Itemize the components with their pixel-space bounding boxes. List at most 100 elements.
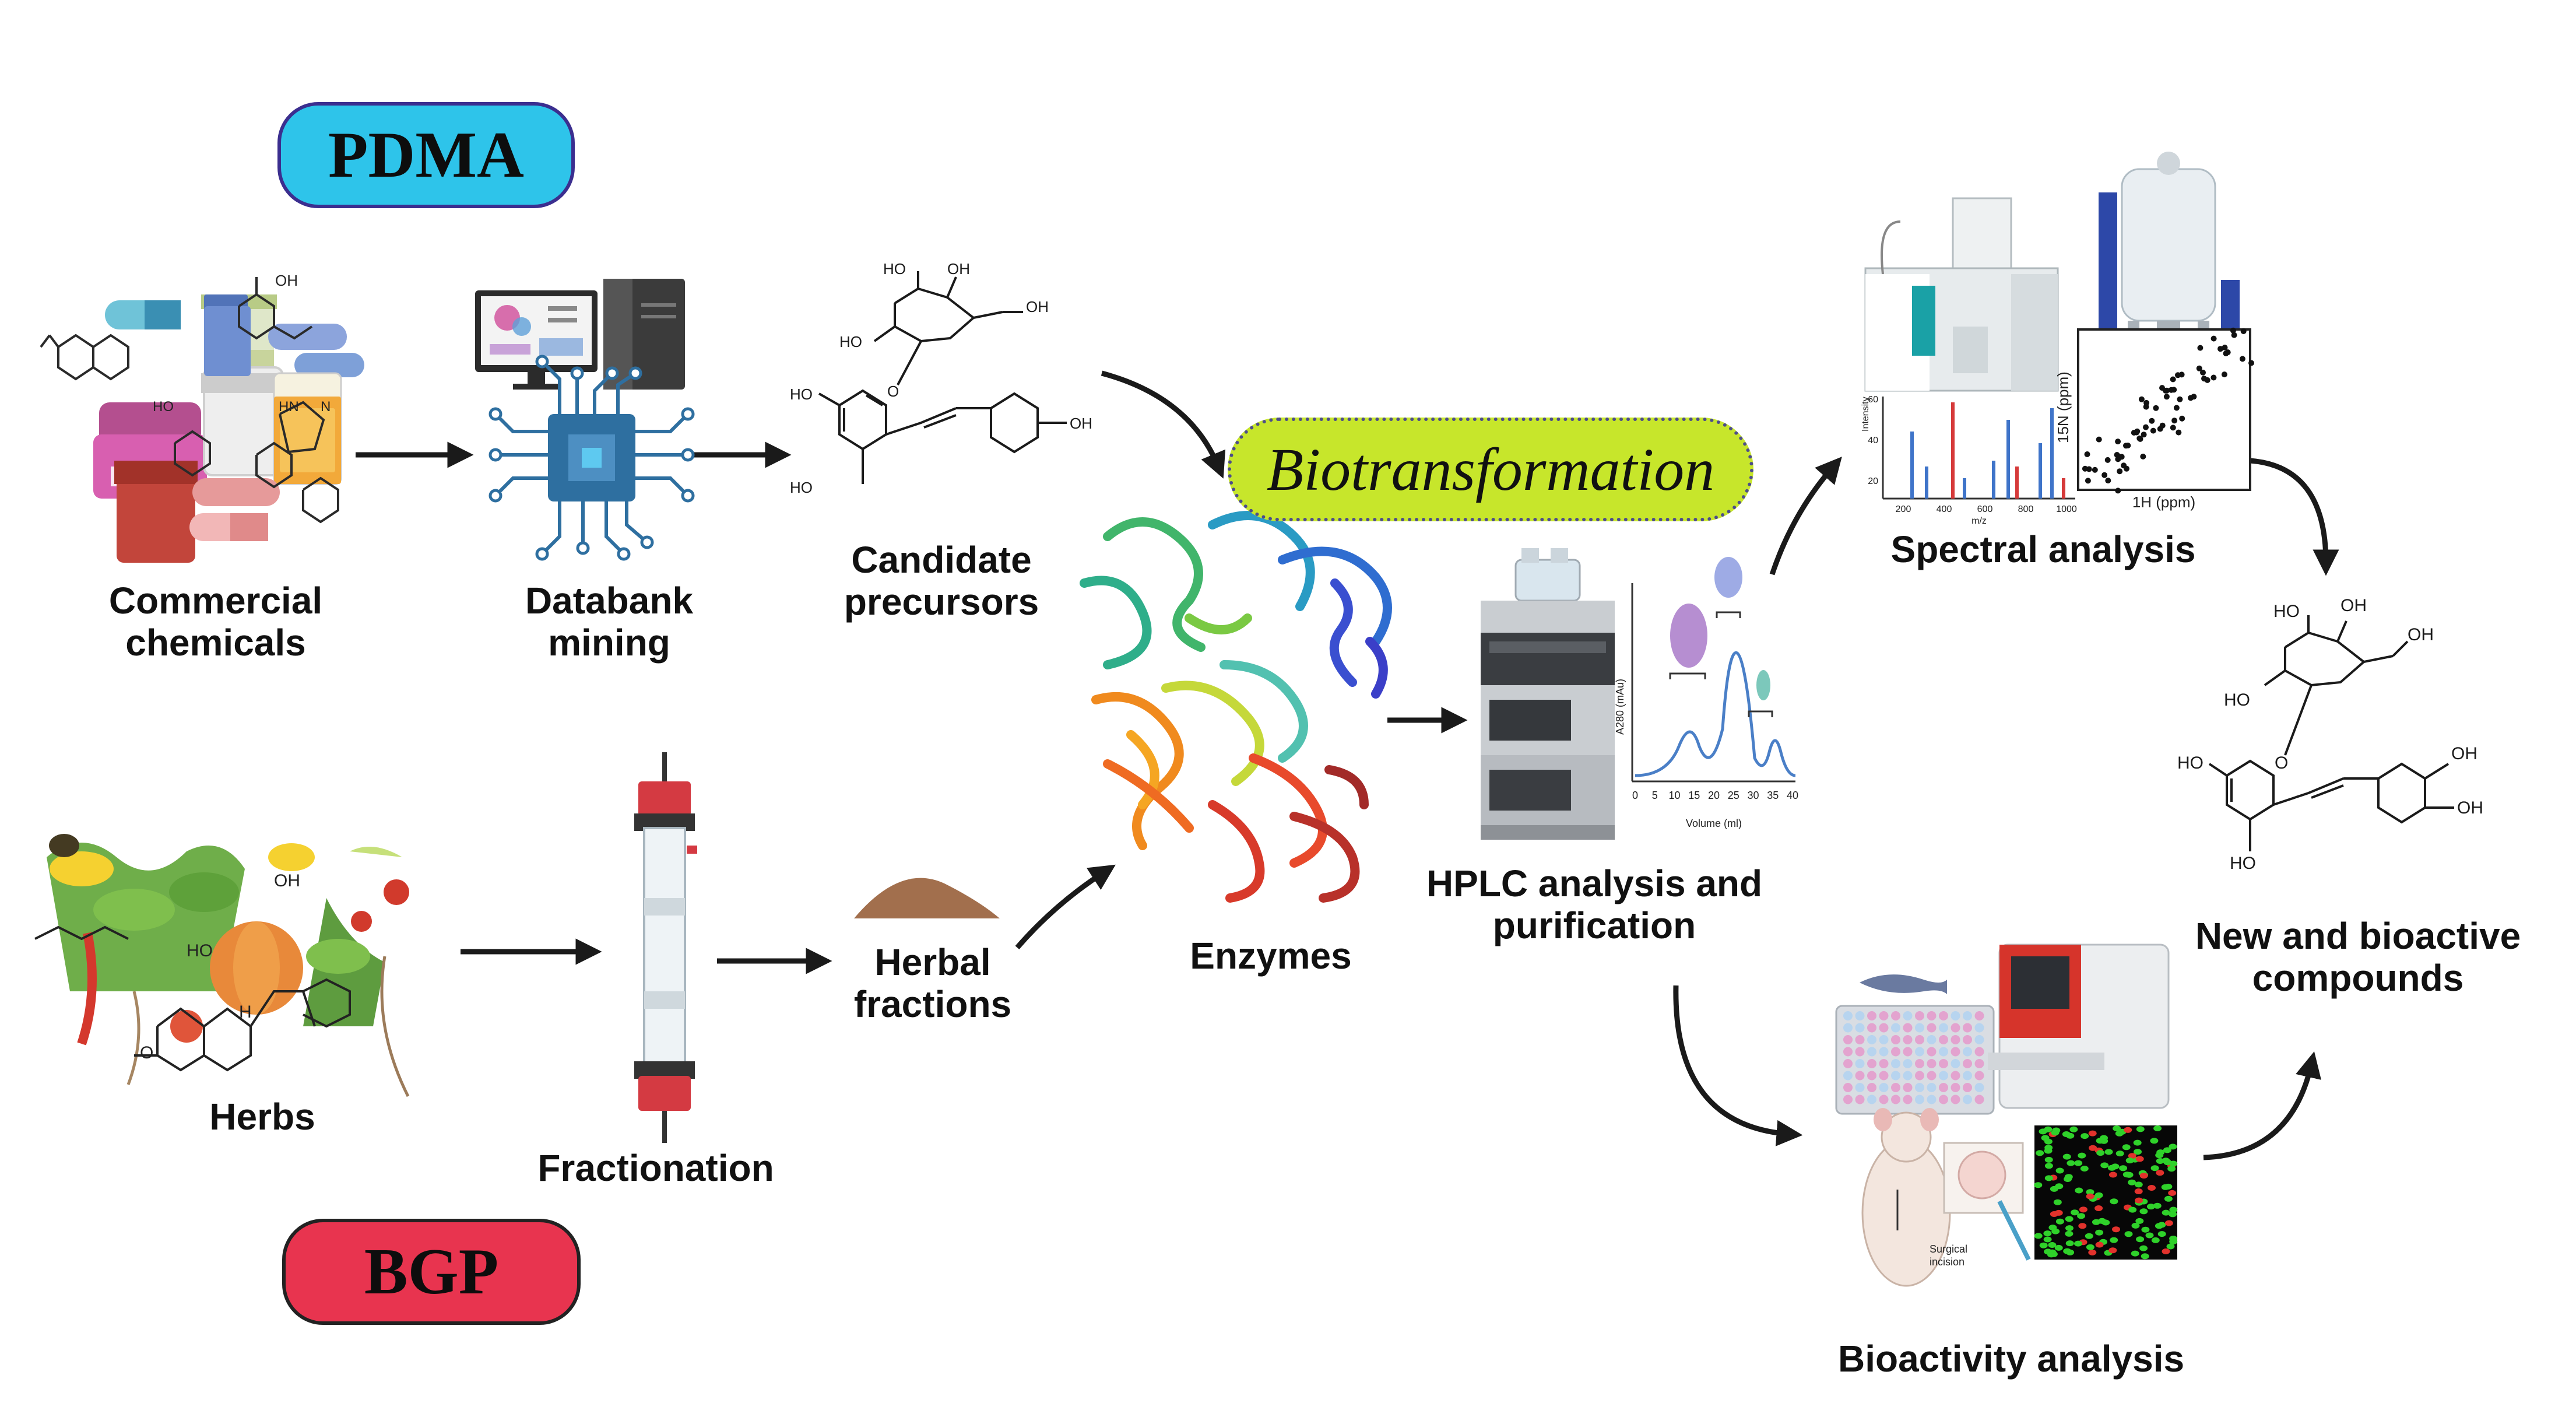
plate-well [1879, 1083, 1889, 1092]
nmr-peak [2217, 346, 2223, 352]
hplc-x-tick: 40 [1787, 790, 1798, 801]
plate-well [1927, 1035, 1937, 1044]
nmr-peak [2223, 350, 2229, 357]
cell [2062, 1131, 2071, 1137]
cell [2050, 1186, 2058, 1192]
chem-oh-label: OH [2451, 744, 2477, 763]
plate-reader-icon [1988, 944, 2170, 1109]
plate-well [1903, 1059, 1913, 1068]
chem-ho-label: HO [2224, 690, 2250, 710]
zebrafish-icon [1860, 974, 1947, 994]
cell [2054, 1244, 2063, 1251]
arrow-herbal-to-enzymes [1015, 864, 1116, 949]
plate-well [1867, 1035, 1876, 1044]
chem-ho-label: HO [883, 260, 906, 278]
plate-well [1843, 1047, 1853, 1057]
cell [2122, 1144, 2131, 1151]
arrow-hplc-to-spectral [1769, 457, 1842, 576]
enzyme-protein-structure [1080, 511, 1392, 903]
nmr-peak [2176, 429, 2182, 436]
cell [2150, 1138, 2159, 1144]
plate-well [1879, 1035, 1889, 1044]
cell [2065, 1240, 2074, 1247]
hplc-x-tick: 30 [1747, 790, 1759, 801]
cell [2044, 1156, 2053, 1163]
cell [2078, 1152, 2086, 1159]
nmr-peak [2150, 427, 2156, 434]
cell [2162, 1158, 2170, 1164]
cell [2128, 1206, 2137, 1213]
chem-ho-label: HO [790, 479, 813, 496]
cell [2166, 1243, 2175, 1250]
plate-well [1939, 1035, 1948, 1044]
cell [2164, 1195, 2173, 1202]
plate-well [1915, 1023, 1924, 1033]
databank-mining-illustration [475, 279, 695, 561]
mass-spectrometer-icon [1864, 197, 2059, 392]
ms-x-tick: 1000 [2056, 504, 2077, 514]
hplc-x-tick: 0 [1632, 790, 1638, 801]
cell [2043, 1230, 2052, 1237]
plate-well [1951, 1059, 1960, 1068]
cell [2086, 1189, 2094, 1195]
new-bioactive-compounds-label: New and bioactive compounds [2183, 915, 2533, 999]
arrow-bioactivity-to-compound [2203, 1051, 2321, 1160]
pdma-badge: PDMA [277, 102, 575, 208]
cell [2094, 1205, 2103, 1211]
plate-well [1939, 1023, 1948, 1033]
plate-well [1891, 1047, 1900, 1057]
incision-label-line2: incision [1930, 1256, 1964, 1268]
cell [2128, 1179, 2136, 1186]
nmr-peak [2240, 328, 2247, 334]
hplc-chromatogram [1631, 557, 1796, 783]
plate-well [1843, 1059, 1853, 1068]
plate-well [1891, 1083, 1900, 1092]
candidate-precursor-structure [818, 271, 1067, 484]
cell [2125, 1158, 2134, 1164]
nmr-peak [2125, 443, 2131, 448]
databank-mining-label-line2: mining [548, 621, 670, 664]
plate-well [1963, 1047, 1972, 1057]
chem-oh-label: OH [2340, 596, 2367, 615]
nmr-peak [2143, 424, 2149, 430]
plate-well [1855, 1047, 1865, 1057]
nmr-peak [2092, 467, 2098, 473]
cell [2133, 1139, 2142, 1146]
arrow-precursors-to-biotransformation [1101, 370, 1226, 479]
chem-oh-label: OH [2457, 798, 2483, 818]
nmr-peak [2170, 425, 2176, 431]
cell [2119, 1165, 2128, 1172]
plate-well [1927, 1095, 1937, 1104]
plate-well [1951, 1047, 1960, 1057]
cell [2151, 1237, 2160, 1243]
cell [2108, 1172, 2117, 1178]
cell [2167, 1166, 2176, 1172]
arrow-spectral-to-compound [2250, 458, 2339, 576]
cell [2169, 1239, 2178, 1245]
cell [2146, 1204, 2155, 1210]
biotransformation-label: Biotransformation [1266, 436, 1715, 503]
plate-well [1867, 1083, 1876, 1092]
plate-well [1951, 1071, 1960, 1081]
cell [2141, 1226, 2150, 1233]
new-bioactive-compounds-label-line1: New and bioactive [2195, 915, 2521, 957]
cell [2164, 1183, 2173, 1190]
cell [2115, 1151, 2124, 1157]
nmr-peak [2171, 387, 2177, 393]
well-plate-icon [1835, 1005, 1995, 1115]
fractionation-label: Fractionation [525, 1147, 787, 1190]
nmr-peak [2170, 376, 2176, 383]
cell [2111, 1163, 2120, 1170]
plate-well [1903, 1095, 1913, 1104]
plate-well [1867, 1095, 1876, 1104]
cell [2141, 1253, 2149, 1260]
nmr-peak [2117, 468, 2123, 475]
cell [2135, 1218, 2144, 1224]
cell [2145, 1232, 2154, 1239]
nmr-peak [2115, 439, 2121, 445]
nmr-peak [2115, 456, 2121, 462]
plate-well [1879, 1059, 1889, 1068]
plate-well [1951, 1023, 1960, 1033]
chem-ho-label: HO [2177, 753, 2204, 773]
